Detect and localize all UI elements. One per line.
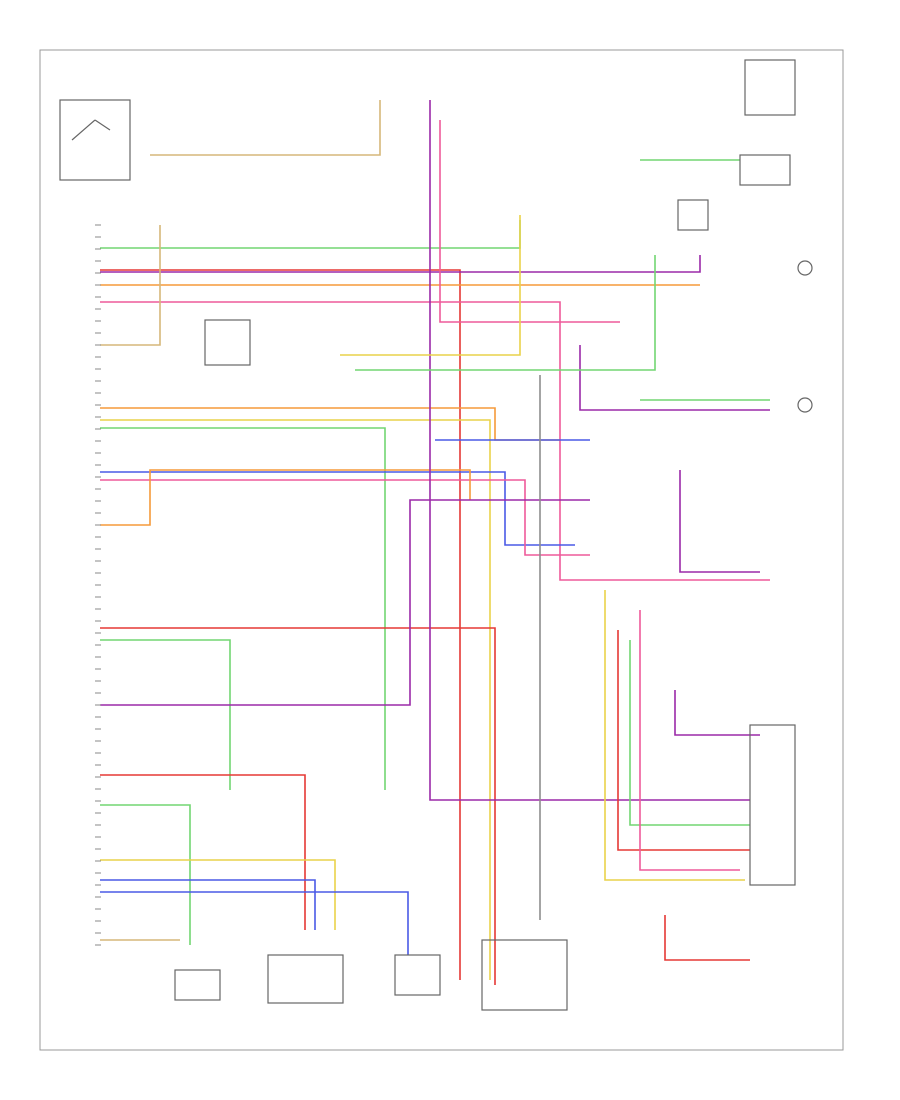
wire-pink-24 — [439, 120, 620, 323]
wire-purple-28 — [679, 470, 760, 573]
engine-speed-sensor — [394, 954, 441, 996]
dimmer-switch — [677, 199, 709, 231]
wire-red-1 — [100, 269, 461, 980]
components-layer — [59, 59, 813, 1011]
wire-yellow-8 — [100, 419, 491, 980]
transfer-case-sensor — [267, 954, 344, 1004]
wire-purple-25 — [579, 345, 770, 411]
wire-red-33 — [664, 915, 750, 961]
wire-pink-4 — [100, 301, 770, 581]
wire-green-17 — [100, 804, 191, 945]
wire-purple-2 — [100, 255, 701, 273]
wire-tan-6 — [100, 225, 161, 346]
wire-green-31 — [629, 640, 750, 826]
terminals-layer — [95, 224, 101, 946]
wire-orange-12 — [100, 469, 471, 526]
wire-green-5 — [100, 220, 521, 249]
wire-yellow-29 — [604, 590, 745, 881]
wire-green-9 — [100, 427, 386, 790]
wire-orange-7 — [100, 407, 560, 441]
wire-tan-22 — [150, 100, 381, 156]
diagram-frame — [39, 49, 844, 1051]
wire-yellow-37 — [340, 215, 521, 356]
wire-red-16 — [100, 774, 306, 930]
buzzer — [797, 397, 813, 413]
wire-green-36 — [355, 255, 656, 371]
wire-blue-10 — [100, 471, 575, 546]
main-relay-switch — [71, 119, 111, 141]
wire-purple-15 — [100, 499, 590, 706]
wire-yellow-18 — [100, 859, 336, 930]
wire-pink-11 — [100, 479, 590, 556]
wire-green-13 — [100, 639, 231, 790]
wire-pink-32 — [639, 610, 740, 871]
throttle-position-sensor — [174, 969, 221, 1001]
indicator-lamp — [797, 260, 813, 276]
wire-purple-34 — [674, 690, 760, 736]
wire-red-30 — [617, 630, 750, 851]
wire-purple-23 — [429, 100, 750, 801]
speed-sensor — [204, 319, 251, 366]
wire-blue-19 — [100, 879, 316, 930]
neutral-start-switch — [749, 724, 796, 886]
overdrive-switch-lower — [739, 154, 791, 186]
wire-red-14 — [100, 627, 496, 985]
wires-layer — [100, 100, 770, 985]
solenoid-block — [481, 939, 568, 1011]
main-relay — [59, 99, 131, 181]
wire-blue-20 — [100, 891, 409, 955]
overdrive-switch-box — [744, 59, 796, 116]
